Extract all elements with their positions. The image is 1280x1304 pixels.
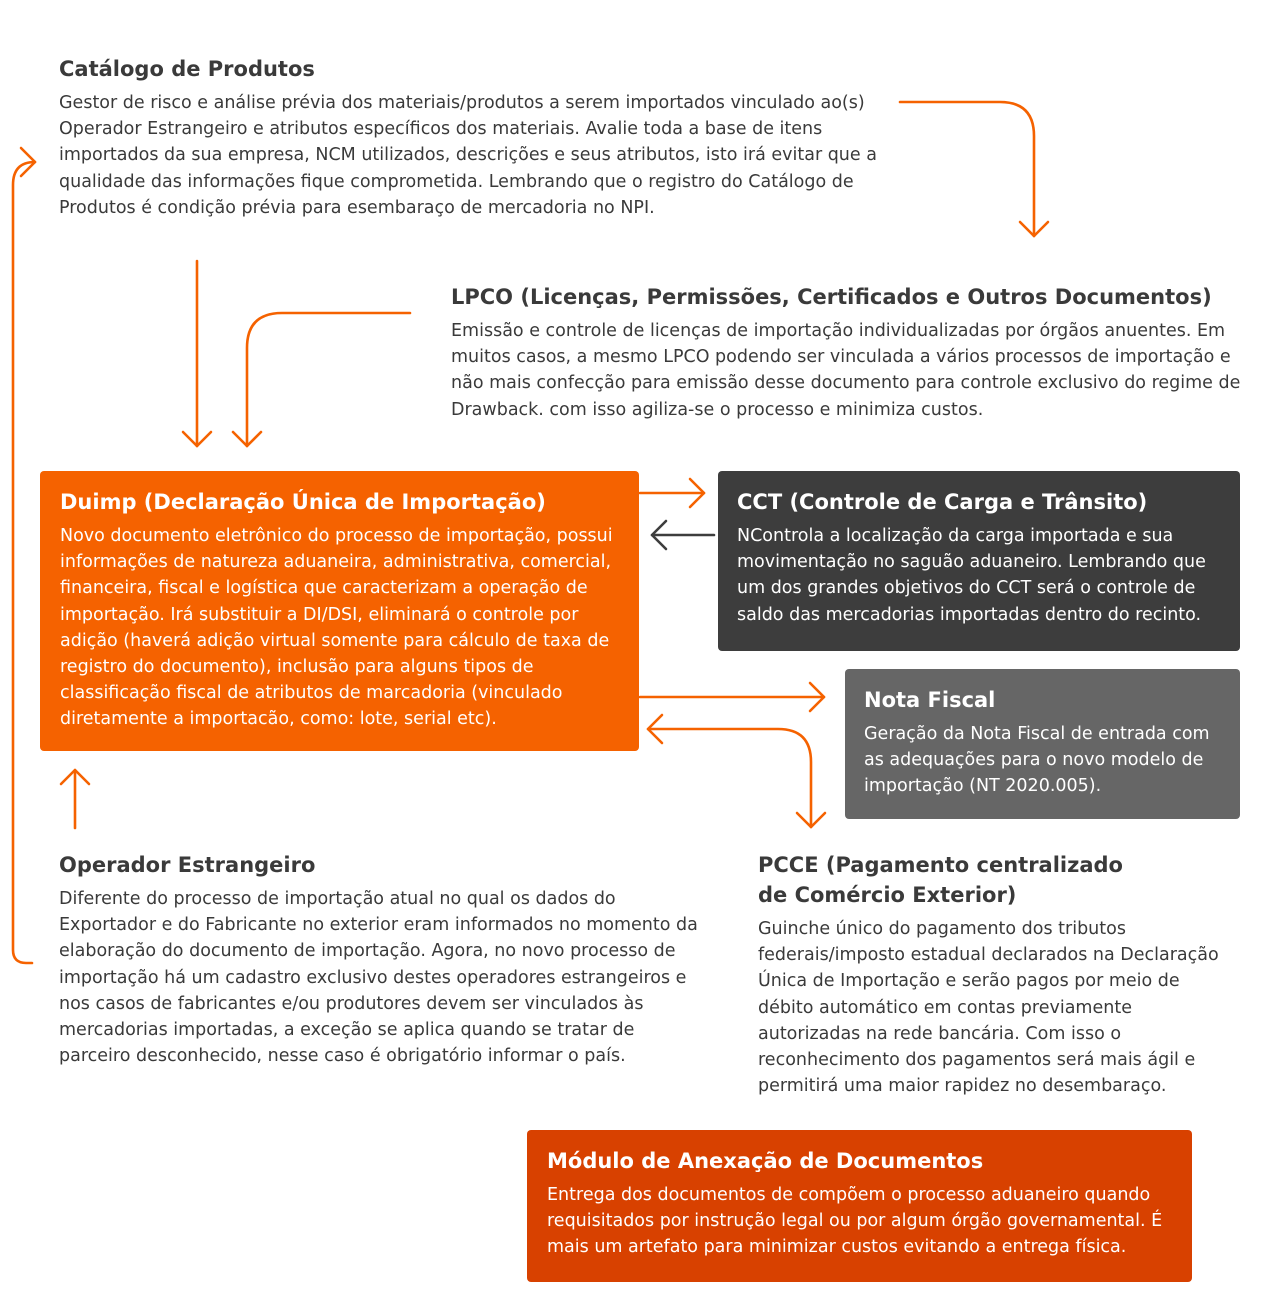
pcce-title-line2: de Comércio Exterior) <box>758 883 1017 907</box>
modulo-description: Entrega dos documentos de compõem o proc… <box>547 1185 1163 1258</box>
cct-title: CCT (Controle de Carga e Trânsito) <box>737 490 1148 514</box>
node-duimp: Duimp (Declaração Única de Importação) N… <box>40 471 639 751</box>
catalogo-title: Catálogo de Produtos <box>59 57 315 81</box>
operador-title: Operador Estrangeiro <box>59 853 316 877</box>
arrowhead-pcce-to-duimp <box>646 713 664 745</box>
arrowhead-catalogo-to-duimp <box>181 430 213 448</box>
node-modulo-anexacao: Módulo de Anexação de Documentos Entrega… <box>527 1130 1192 1282</box>
pcce-description: Guinche único do pagamento dos tributos … <box>758 919 1219 1097</box>
node-nota-fiscal: Nota Fiscal Geração da Nota Fiscal de en… <box>845 669 1240 819</box>
arrowhead-catalogo-to-lpco <box>1018 220 1050 238</box>
node-catalogo-produtos: Catálogo de Produtos Gestor de risco e a… <box>59 54 879 221</box>
nota-description: Geração da Nota Fiscal de entrada com as… <box>864 724 1210 797</box>
lpco-title: LPCO (Licenças, Permissões, Certificados… <box>451 285 1212 309</box>
nota-title: Nota Fiscal <box>864 688 996 712</box>
pcce-title-line1: PCCE (Pagamento centralizado <box>758 853 1123 877</box>
arrow-operador-to-catalogo <box>11 160 37 965</box>
arrow-catalogo-to-lpco <box>898 100 1036 238</box>
duimp-description: Novo documento eletrônico do processo de… <box>60 526 613 730</box>
cct-description: NControla a localização da carga importa… <box>737 526 1206 625</box>
pcce-title: PCCE (Pagamento centralizado de Comércio… <box>758 850 1238 910</box>
operador-description: Diferente do processo de importação atua… <box>59 889 698 1067</box>
arrowhead-duimp-to-pcce <box>795 811 827 829</box>
node-operador-estrangeiro: Operador Estrangeiro Diferente do proces… <box>59 850 699 1069</box>
node-lpco: LPCO (Licenças, Permissões, Certificados… <box>451 282 1251 423</box>
node-cct: CCT (Controle de Carga e Trânsito) NCont… <box>718 471 1240 651</box>
arrowhead-cct-to-duimp <box>650 519 668 551</box>
arrowhead-operador-to-duimp <box>59 768 91 786</box>
duimp-title: Duimp (Declaração Única de Importação) <box>60 490 546 514</box>
arrowhead-duimp-to-cct <box>688 477 706 509</box>
lpco-description: Emissão e controle de licenças de import… <box>451 321 1241 420</box>
arrowhead-operador-to-catalogo <box>19 146 37 178</box>
arrowhead-duimp-to-nota <box>808 681 826 713</box>
arrow-lpco-to-duimp <box>245 311 412 448</box>
modulo-title: Módulo de Anexação de Documentos <box>547 1149 984 1173</box>
node-pcce: PCCE (Pagamento centralizado de Comércio… <box>758 850 1238 1099</box>
arrowhead-lpco-to-duimp <box>231 430 263 448</box>
catalogo-description: Gestor de risco e análise prévia dos mat… <box>59 93 877 218</box>
arrow-pcce-duimp <box>646 727 813 829</box>
